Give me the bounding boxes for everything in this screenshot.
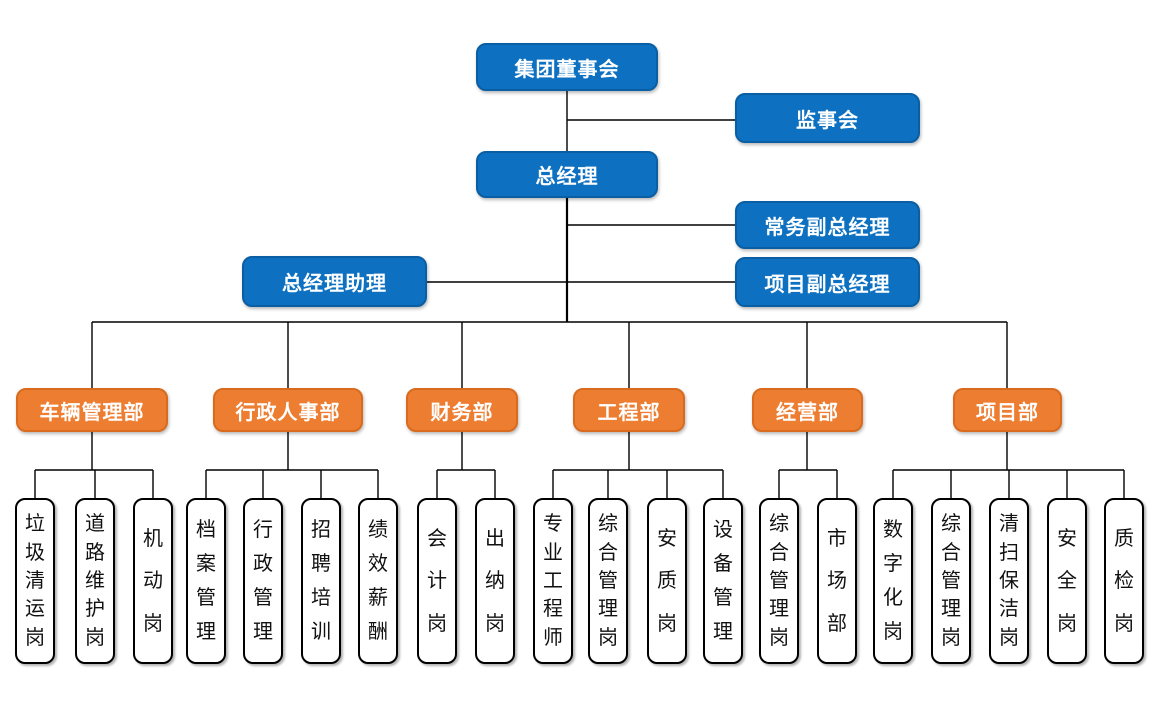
node-pos-road-maintenance: 道路维护岗	[75, 498, 115, 664]
position-label: 绩效薪酬	[368, 519, 388, 643]
position-label: 市场部	[827, 527, 847, 635]
position-label: 综合管理岗	[769, 513, 789, 649]
position-label: 档案管理	[196, 519, 216, 643]
node-pos-equipment-management: 设备管理	[703, 498, 743, 664]
node-pos-proj-general-management: 综合管理岗	[931, 498, 971, 664]
node-general-manager: 总经理	[476, 151, 658, 198]
position-label: 综合管理岗	[941, 513, 961, 649]
node-pos-mobile: 机动岗	[133, 498, 173, 664]
node-pos-garbage-removal: 垃圾清运岗	[15, 498, 55, 664]
position-label: 清扫保洁岗	[999, 513, 1019, 649]
position-label: 数字化岗	[883, 519, 903, 643]
node-supervisory-board: 监事会	[735, 93, 920, 143]
node-pos-professional-engineer: 专业工程师	[533, 498, 573, 664]
node-pos-performance-payroll: 绩效薪酬	[358, 498, 398, 664]
node-dept-admin-hr: 行政人事部	[213, 388, 363, 432]
node-pos-cleaning: 清扫保洁岗	[989, 498, 1029, 664]
node-pos-safety: 安全岗	[1047, 498, 1087, 664]
node-group-board: 集团董事会	[476, 43, 658, 91]
node-dept-project: 项目部	[953, 388, 1062, 432]
position-label: 招聘培训	[311, 519, 331, 643]
position-label: 出纳岗	[485, 527, 505, 635]
node-dept-finance: 财务部	[406, 388, 518, 432]
node-pos-ops-general-management: 综合管理岗	[759, 498, 799, 664]
position-label: 质检岗	[1114, 527, 1134, 635]
node-pos-digitalization: 数字化岗	[873, 498, 913, 664]
node-pos-cashier: 出纳岗	[475, 498, 515, 664]
node-project-deputy-gm: 项目副总经理	[735, 257, 920, 307]
position-label: 安质岗	[657, 527, 677, 635]
position-label: 机动岗	[143, 527, 163, 635]
position-label: 安全岗	[1057, 527, 1077, 635]
node-pos-quality-inspection: 质检岗	[1104, 498, 1144, 664]
node-pos-admin-management: 行政管理	[243, 498, 283, 664]
node-pos-archives-management: 档案管理	[186, 498, 226, 664]
node-dept-operations: 经营部	[752, 388, 863, 432]
position-label: 行政管理	[253, 519, 273, 643]
position-label: 综合管理岗	[598, 513, 618, 649]
node-pos-eng-general-management: 综合管理岗	[588, 498, 628, 664]
node-dept-vehicle-management: 车辆管理部	[16, 388, 168, 432]
node-pos-accountant: 会计岗	[417, 498, 457, 664]
node-pos-recruit-training: 招聘培训	[301, 498, 341, 664]
position-label: 专业工程师	[543, 513, 563, 649]
position-label: 道路维护岗	[85, 513, 105, 649]
node-pos-safety-quality: 安质岗	[647, 498, 687, 664]
position-label: 会计岗	[427, 527, 447, 635]
node-executive-deputy-gm: 常务副总经理	[735, 201, 920, 249]
node-pos-market: 市场部	[817, 498, 857, 664]
position-label: 垃圾清运岗	[25, 513, 45, 649]
node-dept-engineering: 工程部	[573, 388, 685, 432]
node-gm-assistant: 总经理助理	[242, 256, 427, 307]
position-label: 设备管理	[713, 519, 733, 643]
